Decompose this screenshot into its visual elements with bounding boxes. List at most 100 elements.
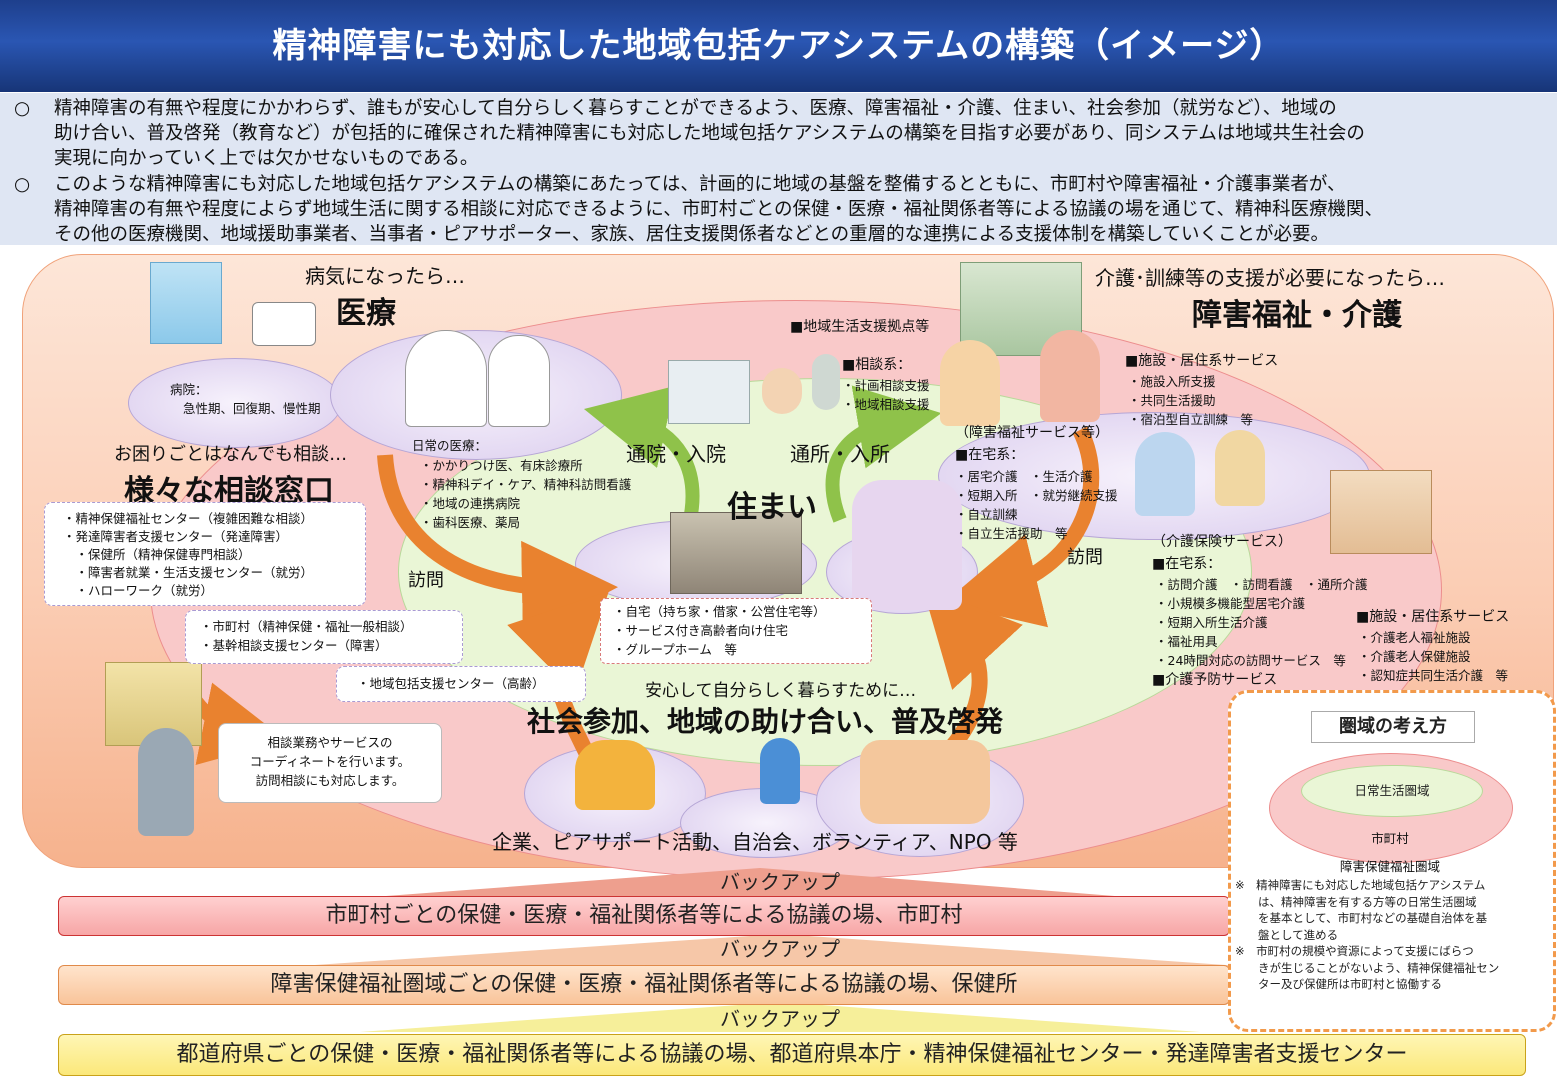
daily-medical-item: ・地域の連携病院: [420, 496, 521, 511]
area-note-line: 盤として進める: [1235, 927, 1339, 942]
home-service-head: ■在宅系：: [955, 447, 1025, 463]
daily-medical-item: ・かかりつけ医、有床診療所: [420, 458, 583, 473]
intro-panel: ○ 精神障害の有無や程度にかかわらず、誰もが安心して自分らしく暮らすことができるよ…: [0, 93, 1557, 245]
area-note-line: ※ 精神障害にも対応した地域包括ケアシステム: [1235, 878, 1486, 892]
intro-line: このような精神障害にも対応した地域包括ケアシステムの構築にあたっては、計画的に地…: [54, 174, 1346, 195]
consult-box-3: ・地域包括支援センター（高齢）: [336, 666, 586, 702]
caregiver-icon: [1040, 330, 1100, 422]
welfare-caption: 介護･訓練等の支援が必要になったら…: [1095, 266, 1445, 290]
home-service-item: ・短期入所 ・就労継続支援: [955, 488, 1118, 503]
consult-item: ・ハローワーク（就労）: [63, 583, 214, 598]
speech-bubble: 相談業務やサービスの コーディネートを行います。 訪問相談にも対応します。: [218, 723, 442, 803]
ambulance-icon: [252, 302, 316, 346]
social-heading: 社会参加、地域の助け合い、普及啓発: [527, 705, 1004, 738]
ltc-label: （介護保険サービス）: [1152, 534, 1292, 550]
caregiver-icon: [940, 340, 1000, 426]
day-service-arrow: [825, 385, 942, 523]
wheelchair-user-icon: [1135, 432, 1195, 516]
facility-head: ■施設・居住系サービス: [1125, 353, 1279, 369]
housing-item: ・自宅（持ち家・借家・公営住宅等）: [613, 604, 826, 619]
bubble-line: 相談業務やサービスの: [267, 735, 393, 750]
consult-item: ・精神保健福祉センター（複雑困難な相談）: [63, 511, 314, 526]
medical-heading: 医療: [336, 296, 396, 331]
area-note-line: きが生じることがないよう、精神保健福祉セン: [1235, 960, 1500, 975]
ltc-facility-item: ・介護老人福祉施設: [1358, 630, 1471, 645]
intro-line: その他の医療機関、地域援助事業者、当事者・ピアサポーター、家族、居住支援関係者な…: [54, 224, 1330, 245]
counselor-icon: [138, 728, 194, 836]
consult-head: ■相談系：: [842, 357, 912, 373]
ltc-home-item: ・小規模多機能型居宅介護: [1155, 596, 1306, 611]
hospital-label: 病院：: [170, 382, 208, 397]
social-footer: 企業、ピアサポート活動、自治会、ボランティア、NPO 等: [492, 830, 1018, 854]
ltc-home-item: ・24時間対応の訪問サービス 等: [1155, 653, 1346, 668]
bubble-line: コーディネートを行います。: [249, 754, 411, 769]
municipal-label: 市町村: [1371, 831, 1409, 846]
ltc-facility-head: ■施設・居住系サービス: [1356, 609, 1510, 625]
intro-paragraph-1: ○精神障害の有無や程度にかかわらず、誰もが安心して自分らしく暮らすことができるよ…: [14, 96, 1544, 171]
staff-icon: [812, 354, 840, 410]
backup-label: バックアップ: [720, 870, 840, 894]
care-home-icon: [1330, 470, 1432, 554]
housing-item: ・サービス付き高齢者向け住宅: [613, 623, 789, 638]
child-icon: [760, 738, 800, 804]
worker-icon: [575, 740, 655, 810]
housing-list-box: ・自宅（持ち家・借家・公営住宅等） ・サービス付き高齢者向け住宅 ・グループホー…: [600, 598, 872, 664]
social-caption: 安心して自分らしく暮らすために…: [645, 681, 917, 701]
family-icon: [852, 480, 962, 610]
intro-line: 精神障害の有無や程度にかかわらず、誰もが安心して自分らしく暮らすことができるよう…: [54, 98, 1337, 119]
visit-arrow-right: [943, 426, 1100, 628]
elderly-man-icon: [762, 368, 802, 414]
area-note-line: ※ 市町村の規模や資源によって支援にばらつ: [1235, 944, 1474, 958]
home-service-item: ・自立生活援助 等: [955, 526, 1068, 541]
wheelchair-user-icon: [1215, 430, 1265, 506]
area-title: 圏域の考え方: [1311, 711, 1475, 743]
ltc-home-head: ■在宅系：: [1152, 556, 1222, 572]
ltc-home-item: ・短期入所生活介護: [1155, 615, 1268, 630]
intro-paragraph-2: ○ このような精神障害にも対応した地域包括ケアシステムの構築にあたっては、計画的に…: [14, 172, 1544, 247]
consult-item: ・地域包括支援センター（高齢）: [357, 676, 545, 691]
outpatient-arrow: [583, 385, 700, 522]
area-note-line: は、精神障害を有する方等の日常生活圏域: [1235, 894, 1477, 909]
page-title: 精神障害にも対応した地域包括ケアシステムの構築（イメージ）: [272, 26, 1285, 66]
intro-line: 助け合い、普及啓発（教育など）が包括的に確保された精神障害にも対応した地域包括ケ…: [54, 123, 1365, 144]
bullet-circle: ○: [14, 174, 31, 195]
daily-medical-label: 日常の医療：: [412, 438, 488, 453]
facility-item: ・施設入所支援: [1128, 374, 1216, 389]
ltc-home-item: ・訪問介護 ・訪問看護 ・通所介護: [1155, 577, 1368, 592]
bubble-line: 訪問相談にも対応します。: [255, 773, 405, 788]
support-base-label: ■地域生活支援拠点等: [790, 319, 930, 335]
area-concept-box: 圏域の考え方 日常生活圏域 市町村 障害保健福祉圏域 ※ 精神障害にも対応した地…: [1228, 690, 1556, 1032]
area-note-line: ター及び保健所は市町村と協働する: [1235, 977, 1442, 991]
welfare-heading: 障害福祉・介護: [1192, 298, 1402, 333]
consult-item: ・障害者就業・生活支援センター（就労）: [63, 565, 314, 580]
home-service-item: ・自立訓練: [955, 507, 1018, 522]
housing-item: ・グループホーム 等: [613, 642, 737, 657]
consult-item: ・計画相談支援: [842, 378, 930, 393]
intro-line: 精神障害の有無や程度によらず地域生活に関する相談に対応できるように、市町村ごとの…: [54, 199, 1384, 220]
consult-item: ・発達障害者支援センター（発達障害）: [63, 529, 289, 544]
regional-council-band: 障害保健福祉圏域ごとの保健・医療・福祉関係者等による協議の場、保健所: [58, 965, 1230, 1005]
consult-item: ・保健所（精神保健専門相談）: [63, 547, 251, 562]
backup-wedges: [300, 868, 1240, 1032]
title-bar: [0, 0, 1557, 92]
house-icon: [670, 512, 802, 594]
area-note-line: を基本として、市町村などの基礎自治体を基: [1235, 911, 1488, 925]
medical-caption: 病気になったら…: [305, 264, 465, 288]
prefecture-council-band: 都道府県ごとの保健・医療・福祉関係者等による協議の場、都道府県本庁・精神保健福祉…: [58, 1034, 1526, 1076]
daily-area-circle: 日常生活圏域: [1301, 765, 1483, 817]
consult-item: ・地域相談支援: [842, 397, 930, 412]
day-service-label: 通所・入所: [790, 442, 890, 466]
consult-item: ・基幹相談支援センター（障害）: [200, 638, 388, 653]
facility-item: ・共同生活援助: [1128, 393, 1216, 408]
intro-line: 実現に向かっていく上では欠かせないものである。: [54, 148, 479, 169]
consult-item: ・市町村（精神保健・福祉一般相談）: [200, 619, 413, 634]
consult-caption: お困りごとはなんでも相談…: [114, 444, 348, 465]
doctor-icon: [405, 330, 487, 427]
area-notes: ※ 精神障害にも対応した地域包括ケアシステム は、精神障害を有する方等の日常生活…: [1235, 877, 1545, 993]
visit-label-right: 訪問: [1067, 547, 1103, 568]
nurse-icon: [488, 335, 550, 427]
daily-medical-item: ・歯科医療、薬局: [420, 515, 521, 530]
consult-box-2: ・市町村（精神保健・福祉一般相談） ・基幹相談支援センター（障害）: [185, 610, 463, 664]
regional-area-label: 障害保健福祉圏域: [1339, 859, 1440, 874]
hospital-building-icon: [150, 262, 222, 344]
